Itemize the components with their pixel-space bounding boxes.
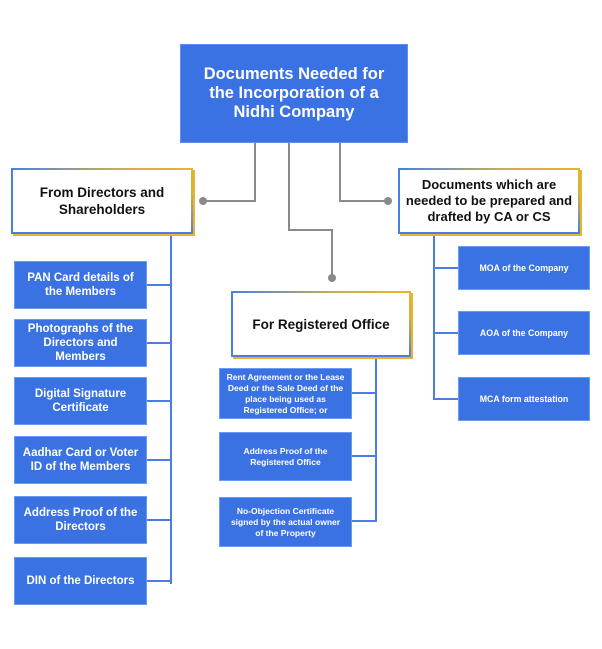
doc-label: MCA form attestation	[479, 393, 569, 404]
connector-title-to-directors	[203, 143, 256, 202]
doc-mca-form: MCA form attestation	[458, 377, 590, 421]
branch-directors	[147, 234, 172, 584]
branch-office	[352, 357, 377, 522]
diagram-title-text: Documents Needed for the Incorporation o…	[203, 65, 385, 121]
doc-aoa: AOA of the Company	[458, 311, 590, 355]
connector-dot-drafted	[384, 197, 392, 205]
connector-title-to-office	[288, 143, 333, 278]
doc-label: Aadhar Card or Voter ID of the Members	[22, 447, 139, 473]
doc-label: Address Proof of the Registered Office	[243, 445, 328, 467]
doc-label: No-Objection Certificate signed by the a…	[230, 505, 341, 538]
category-registered-office: For Registered Office	[231, 291, 411, 357]
connector-title-to-drafted	[339, 143, 388, 202]
doc-photographs: Photographs of the Directors and Members	[14, 319, 147, 367]
connector-dot-office	[328, 274, 336, 282]
doc-address-proof-directors: Address Proof of the Directors	[14, 496, 147, 544]
doc-label: Rent Agreement or the Lease Deed or the …	[226, 371, 345, 415]
doc-noc: No-Objection Certificate signed by the a…	[219, 497, 352, 547]
doc-rent-agreement: Rent Agreement or the Lease Deed or the …	[219, 368, 352, 419]
category-label: From Directors and Shareholders	[39, 185, 165, 217]
doc-label: Digital Signature Certificate	[34, 388, 127, 414]
doc-pan-card: PAN Card details of the Members	[14, 261, 147, 309]
branch-drafted	[433, 234, 458, 400]
doc-label: Photographs of the Directors and Members	[27, 323, 134, 363]
doc-digital-signature: Digital Signature Certificate	[14, 377, 147, 425]
doc-label: Address Proof of the Directors	[23, 507, 138, 533]
category-prepared-by-ca-cs: Documents which are needed to be prepare…	[398, 168, 580, 234]
connector-dot-directors	[199, 197, 207, 205]
doc-label: AOA of the Company	[479, 327, 569, 338]
doc-din: DIN of the Directors	[14, 557, 147, 605]
category-directors-shareholders: From Directors and Shareholders	[11, 168, 193, 234]
diagram-title: Documents Needed for the Incorporation o…	[180, 44, 408, 143]
category-label: For Registered Office	[252, 316, 390, 332]
doc-moa: MOA of the Company	[458, 246, 590, 290]
doc-label: MOA of the Company	[479, 262, 569, 273]
category-label: Documents which are needed to be prepare…	[405, 177, 573, 224]
doc-label: DIN of the Directors	[26, 575, 135, 587]
doc-address-proof-office: Address Proof of the Registered Office	[219, 432, 352, 481]
doc-aadhar-voter-id: Aadhar Card or Voter ID of the Members	[14, 436, 147, 484]
doc-label: PAN Card details of the Members	[27, 272, 134, 298]
